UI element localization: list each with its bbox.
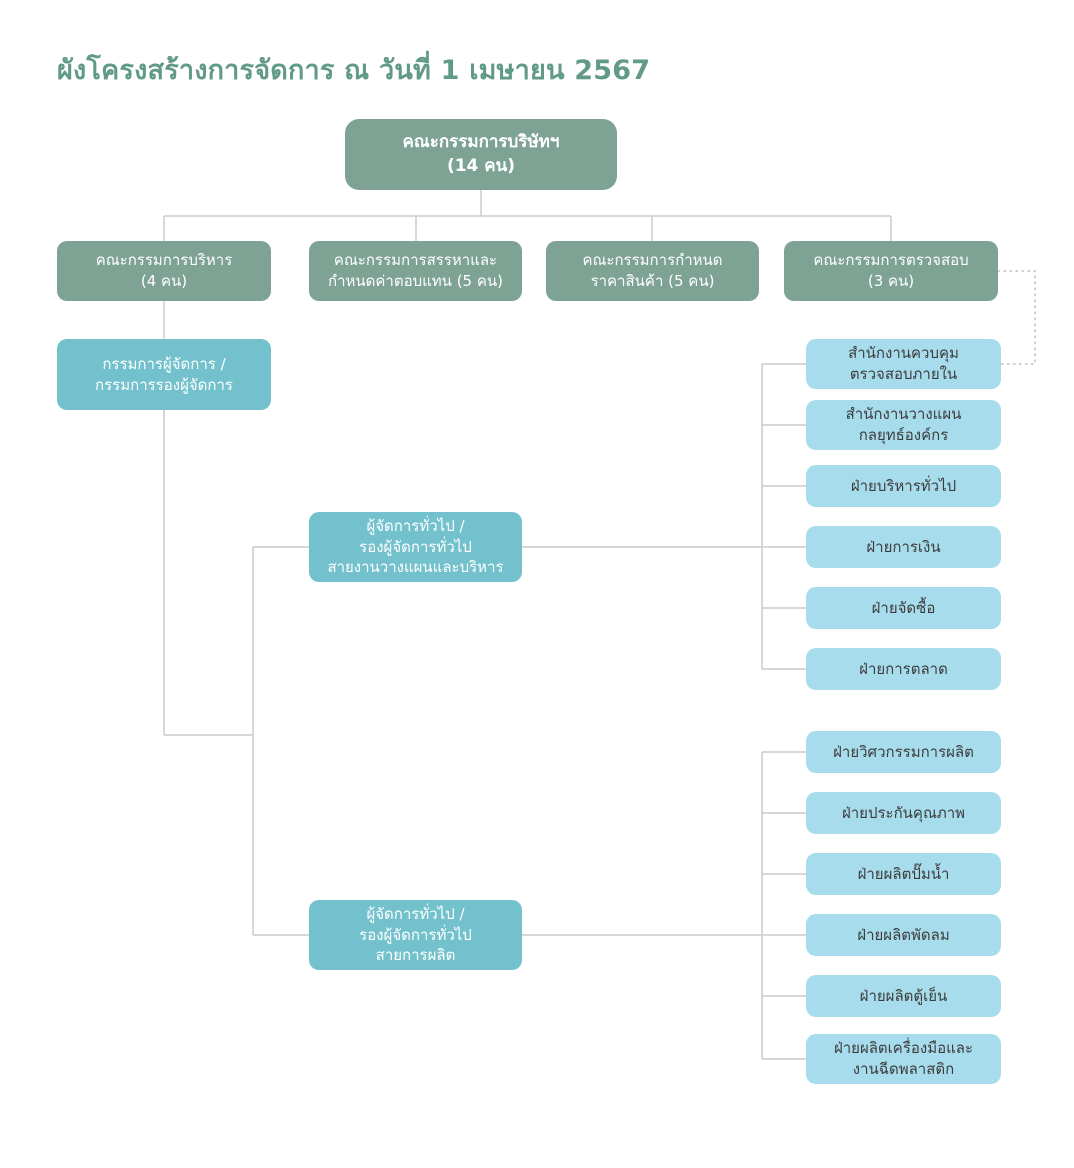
node-label-line: กลยุทธ์องค์กร [858,426,949,444]
node-label-line: คณะกรรมการตรวจสอบ [813,251,969,270]
node-label-line: กำหนดค่าตอบแทน (5 คน) [328,272,503,290]
node-label-line: ราคาสินค้า (5 คน) [590,272,715,290]
node-label-line: (4 คน) [140,272,188,290]
node-label-line: (3 คน) [867,272,915,290]
node-label-line: ฝ่ายประกันคุณภาพ [841,803,966,822]
node-label-line: ฝ่ายผลิตตู้เย็น [859,986,948,1005]
node-dept-quality-assurance: ฝ่ายประกันคุณภาพ [806,792,1001,834]
node-label-line: ฝ่ายบริหารทั่วไป [850,476,957,495]
node-dept-general-administration: ฝ่ายบริหารทั่วไป [806,465,1001,507]
node-label-line: ฝ่ายวิศวกรรมการผลิต [833,742,974,761]
node-label-line: รองผู้จัดการทั่วไป [359,537,472,556]
node-dept-marketing: ฝ่ายการตลาด [806,648,1001,690]
node-label-line: ฝ่ายผลิตปั๊มน้ำ [857,864,950,883]
node-dept-fan-production: ฝ่ายผลิตพัดลม [806,914,1001,956]
node-label-line: คณะกรรมการบริษัทฯ [402,132,560,153]
node-label-line: ตรวจสอบภายใน [849,365,958,383]
node-dept-purchasing: ฝ่ายจัดซื้อ [806,587,1001,629]
node-label-line: ผู้จัดการทั่วไป / [366,516,465,535]
node-label-line: สำนักงานวางแผน [845,405,962,424]
node-label-line: กรรมการรองผู้จัดการ [95,375,233,394]
node-board-of-directors: คณะกรรมการบริษัทฯ (14 คน) [345,119,617,190]
node-label-line: (14 คน) [446,155,516,176]
node-nomination-committee: คณะกรรมการสรรหาและ กำหนดค่าตอบแทน (5 คน) [309,241,522,301]
node-label-line: ฝ่ายการตลาด [859,659,948,678]
node-gm-planning-administration: ผู้จัดการทั่วไป / รองผู้จัดการทั่วไป สาย… [309,512,522,582]
node-label-line: คณะกรรมการกำหนด [582,251,723,270]
node-pricing-committee: คณะกรรมการกำหนด ราคาสินค้า (5 คน) [546,241,759,301]
node-dept-strategic-planning-office: สำนักงานวางแผน กลยุทธ์องค์กร [806,400,1001,450]
node-label-line: ฝ่ายการเงิน [866,537,941,556]
node-managing-director: กรรมการผู้จัดการ / กรรมการรองผู้จัดการ [57,339,271,410]
node-gm-production: ผู้จัดการทั่วไป / รองผู้จัดการทั่วไป สาย… [309,900,522,970]
node-dept-refrigerator-production: ฝ่ายผลิตตู้เย็น [806,975,1001,1017]
node-label-line: กรรมการผู้จัดการ / [102,354,226,373]
node-label-line: สายการผลิต [375,946,456,965]
node-dept-water-pump-production: ฝ่ายผลิตปั๊มน้ำ [806,853,1001,895]
node-label-line: ผู้จัดการทั่วไป / [366,904,465,923]
node-label-line: คณะกรรมการสรรหาและ [333,251,498,270]
node-executive-committee: คณะกรรมการบริหาร (4 คน) [57,241,271,301]
node-label-line: ฝ่ายผลิตเครื่องมือและ [833,1039,974,1058]
node-label-line: รองผู้จัดการทั่วไป [359,925,472,944]
node-label-line: คณะกรรมการบริหาร [95,251,233,270]
node-dept-tooling-plastic-injection: ฝ่ายผลิตเครื่องมือและ งานฉีดพลาสติก [806,1034,1001,1084]
page-title: ผังโครงสร้างการจัดการ ณ วันที่ 1 เมษายน … [57,55,651,86]
node-label-line: สายงานวางแผนและบริหาร [327,558,504,577]
node-dept-internal-audit-office: สำนักงานควบคุม ตรวจสอบภายใน [806,339,1001,389]
connector-audit-dotted [997,270,1036,365]
node-dept-finance: ฝ่ายการเงิน [806,526,1001,568]
node-label-line: งานฉีดพลาสติก [852,1060,955,1078]
node-label-line: ฝ่ายจัดซื้อ [871,598,936,617]
node-label-line: ฝ่ายผลิตพัดลม [857,925,950,944]
node-dept-production-engineering: ฝ่ายวิศวกรรมการผลิต [806,731,1001,773]
node-label-line: สำนักงานควบคุม [848,344,959,363]
node-audit-committee: คณะกรรมการตรวจสอบ (3 คน) [784,241,998,301]
